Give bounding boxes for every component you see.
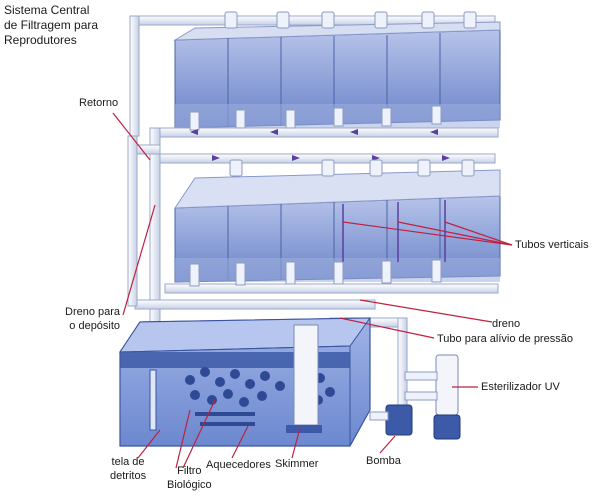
uv-sterilizer [404,354,461,440]
label-tubos-verticais: Tubos verticais [515,239,589,251]
sump-tank [119,317,371,447]
diagram-title: Sistema Central de Filtragem para Reprod… [4,3,99,47]
leader-lines [112,112,513,469]
label-tela-detritos: tela de detritos [110,456,147,482]
lower-inlet-fittings [229,159,475,177]
lower-tank-row [174,169,501,283]
upper-tank-row [173,21,501,129]
label-retorno: Retorno [79,97,119,109]
label-tubo-alivio: Tubo para alívio de pressão [437,333,573,345]
lower-drain-pipe [164,259,499,294]
label-filtro-biologico: Filtro Biológico [167,465,212,491]
pump [369,404,413,436]
label-bomba: Bomba [366,455,401,467]
label-dreno: dreno [492,318,521,330]
return-riser [127,127,376,335]
label-aquecedores: Aquecedores [206,459,271,471]
label-skimmer: Skimmer [275,458,319,470]
label-dreno-deposito: Dreno para o depósito [65,306,121,332]
label-esterilizador: Esterilizador UV [481,381,560,393]
upper-inlet-fittings [224,11,477,29]
upper-return-pipe [149,105,499,138]
skimmer [286,324,322,433]
